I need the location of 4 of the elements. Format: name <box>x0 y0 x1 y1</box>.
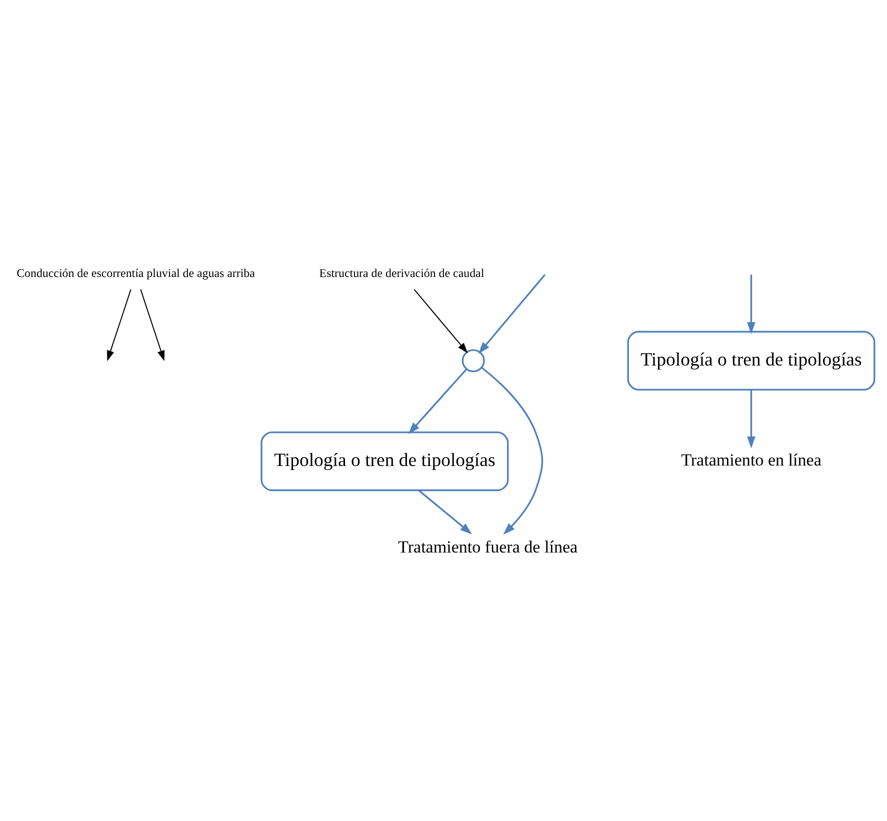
node-text: Estructura de derivación de caudal <box>319 265 484 280</box>
node-text: Tratamiento fuera de línea <box>398 537 578 556</box>
node-text: Conducción de escorrentía pluvial de aguas arriba <box>16 265 255 280</box>
node-text: Tratamiento en línea <box>681 450 822 470</box>
